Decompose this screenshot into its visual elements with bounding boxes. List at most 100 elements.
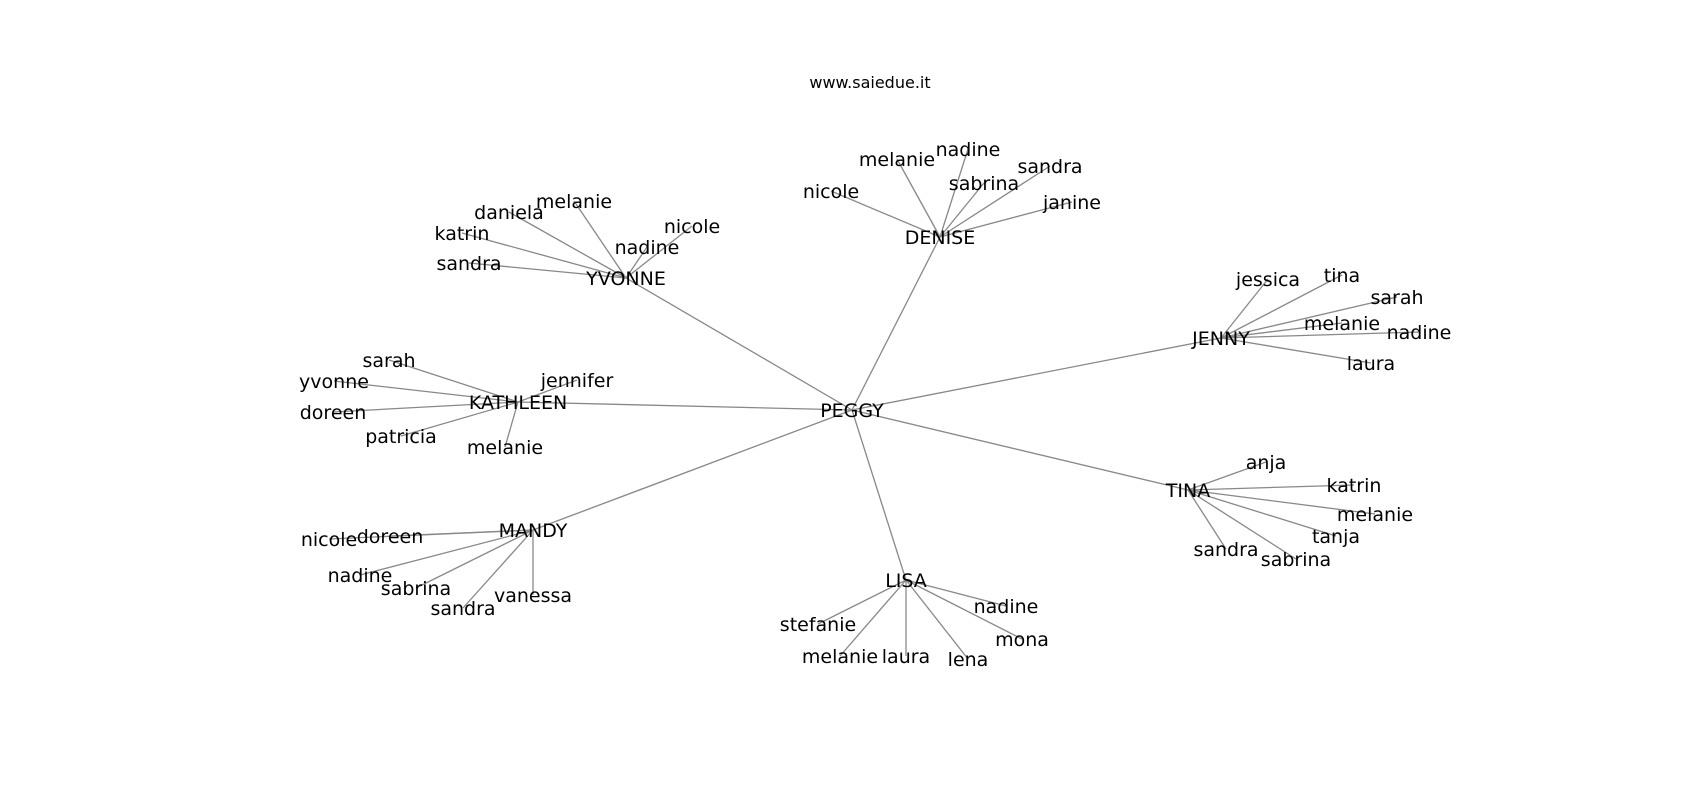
node-yvonne-nicole: nicole [664, 216, 720, 238]
edge-peggy-mandy [532, 409, 853, 531]
edge-denise-denise-melanie [896, 158, 941, 238]
node-mandy-vanessa: vanessa [494, 585, 572, 607]
edge-lisa-lisa-mona [905, 579, 1023, 640]
edge-lisa-lisa-lena [905, 579, 969, 660]
node-lisa-melanie: melanie [802, 646, 878, 668]
edge-yvonne-yvonne-daniela [508, 211, 627, 279]
node-lisa-nadine: nadine [974, 596, 1039, 618]
node-tina-sandra: sandra [1193, 539, 1258, 561]
node-denise-janine: janine [1042, 192, 1101, 214]
node-jenny-sarah: sarah [1370, 287, 1423, 309]
site-url: www.saiedue.it [809, 73, 930, 92]
edge-yvonne-yvonne-melanie [573, 200, 627, 279]
edge-peggy-yvonne [625, 277, 853, 411]
edge-lisa-lisa-melanie [839, 579, 907, 657]
node-jenny-nadine: nadine [1387, 322, 1452, 344]
edge-tina-tina-sabrina [1187, 489, 1297, 560]
edge-denise-denise-janine [939, 201, 1073, 238]
node-kathleen-yvonne: yvonne [299, 371, 369, 393]
edge-denise-denise-nadine [939, 148, 969, 238]
node-denise-sabrina: sabrina [949, 173, 1019, 195]
edge-kathleen-kathleen-melanie [504, 401, 519, 448]
edge-jenny-jenny-melanie [1220, 322, 1343, 339]
node-yvonne-sandra: sandra [436, 253, 501, 275]
node-jenny: JENNY [1191, 328, 1250, 350]
edge-jenny-jenny-laura [1220, 337, 1372, 364]
edge-kathleen-kathleen-sarah [388, 359, 519, 403]
node-denise-nicole: nicole [803, 181, 859, 203]
edge-mandy-mandy-doreen [389, 529, 534, 537]
node-yvonne-katrin: katrin [435, 223, 490, 245]
node-tina-melanie: melanie [1337, 504, 1413, 526]
edge-peggy-kathleen [517, 401, 853, 411]
node-kathleen-melanie: melanie [467, 437, 543, 459]
edge-jenny-jenny-jessica [1220, 278, 1269, 339]
edge-peggy-jenny [851, 337, 1222, 411]
node-jenny-jessica: jessica [1235, 269, 1300, 291]
node-lisa-lena: lena [948, 649, 989, 671]
node-peggy: PEGGY [820, 400, 884, 422]
edge-denise-denise-sabrina [939, 182, 985, 238]
edge-tina-tina-anja [1187, 461, 1267, 491]
edge-tina-tina-melanie [1187, 489, 1376, 515]
edge-kathleen-kathleen-yvonne [333, 380, 519, 403]
edge-mandy-mandy-nadine [359, 529, 534, 576]
node-lisa-mona: mona [995, 629, 1049, 651]
edge-yvonne-yvonne-sandra [468, 262, 627, 279]
edge-lisa-lisa-stefanie [817, 579, 907, 625]
edge-jenny-jenny-nadine [1220, 331, 1420, 339]
edge-yvonne-yvonne-katrin [461, 232, 627, 279]
edge-tina-tina-tanja [1187, 489, 1337, 537]
edge-peggy-denise [851, 236, 941, 411]
node-denise-melanie: melanie [859, 149, 935, 171]
edge-yvonne-yvonne-nicole [625, 225, 693, 279]
edge-tina-tina-katrin [1187, 484, 1355, 491]
node-yvonne-nadine: nadine [615, 237, 680, 259]
node-kathleen-doreen: doreen [300, 402, 367, 424]
node-yvonne: YVONNE [585, 268, 666, 290]
node-kathleen-jennifer: jennifer [540, 370, 614, 392]
node-yvonne-daniela: daniela [474, 202, 544, 224]
node-tina-katrin: katrin [1327, 475, 1382, 497]
node-denise: DENISE [905, 227, 976, 249]
edges-layer [328, 148, 1420, 660]
node-mandy: MANDY [499, 520, 568, 542]
node-tina-anja: anja [1246, 452, 1287, 474]
edge-denise-denise-sandra [939, 165, 1051, 238]
node-mandy-nadine: nadine [328, 565, 393, 587]
edge-kathleen-kathleen-doreen [332, 401, 519, 413]
node-jenny-melanie: melanie [1304, 313, 1380, 335]
node-mandy-nicole: nicole [301, 529, 357, 551]
edge-tina-tina-sandra [1187, 489, 1227, 550]
node-denise-sandra: sandra [1017, 156, 1082, 178]
edge-kathleen-kathleen-patricia [400, 401, 519, 437]
node-tina-tanja: tanja [1312, 526, 1360, 548]
node-kathleen: KATHLEEN [469, 392, 567, 414]
edge-peggy-lisa [851, 409, 907, 581]
node-jenny-laura: laura [1347, 353, 1395, 375]
edge-lisa-lisa-nadine [905, 579, 1007, 607]
edge-kathleen-kathleen-jennifer [517, 379, 578, 403]
edge-jenny-jenny-tina [1220, 274, 1343, 339]
node-lisa-stefanie: stefanie [780, 614, 856, 636]
node-denise-nadine: nadine [936, 139, 1001, 161]
node-tina-sabrina: sabrina [1261, 549, 1331, 571]
edge-peggy-tina [851, 409, 1189, 491]
edge-jenny-jenny-sarah [1220, 296, 1398, 339]
node-jenny-tina: tina [1324, 265, 1360, 287]
node-lisa: LISA [885, 570, 927, 592]
node-tina: TINA [1165, 480, 1210, 502]
node-lisa-laura: laura [882, 646, 930, 668]
edge-yvonne-yvonne-nadine [625, 246, 648, 279]
node-kathleen-patricia: patricia [365, 426, 437, 448]
edge-mandy-mandy-sandra [462, 529, 534, 609]
node-yvonne-melanie: melanie [536, 191, 612, 213]
node-mandy-doreen: doreen [357, 526, 424, 548]
edge-denise-denise-nicole [830, 190, 941, 238]
node-kathleen-sarah: sarah [362, 350, 415, 372]
node-mandy-sabrina: sabrina [381, 578, 451, 600]
edge-mandy-mandy-sabrina [415, 529, 534, 589]
node-mandy-sandra: sandra [430, 598, 495, 620]
